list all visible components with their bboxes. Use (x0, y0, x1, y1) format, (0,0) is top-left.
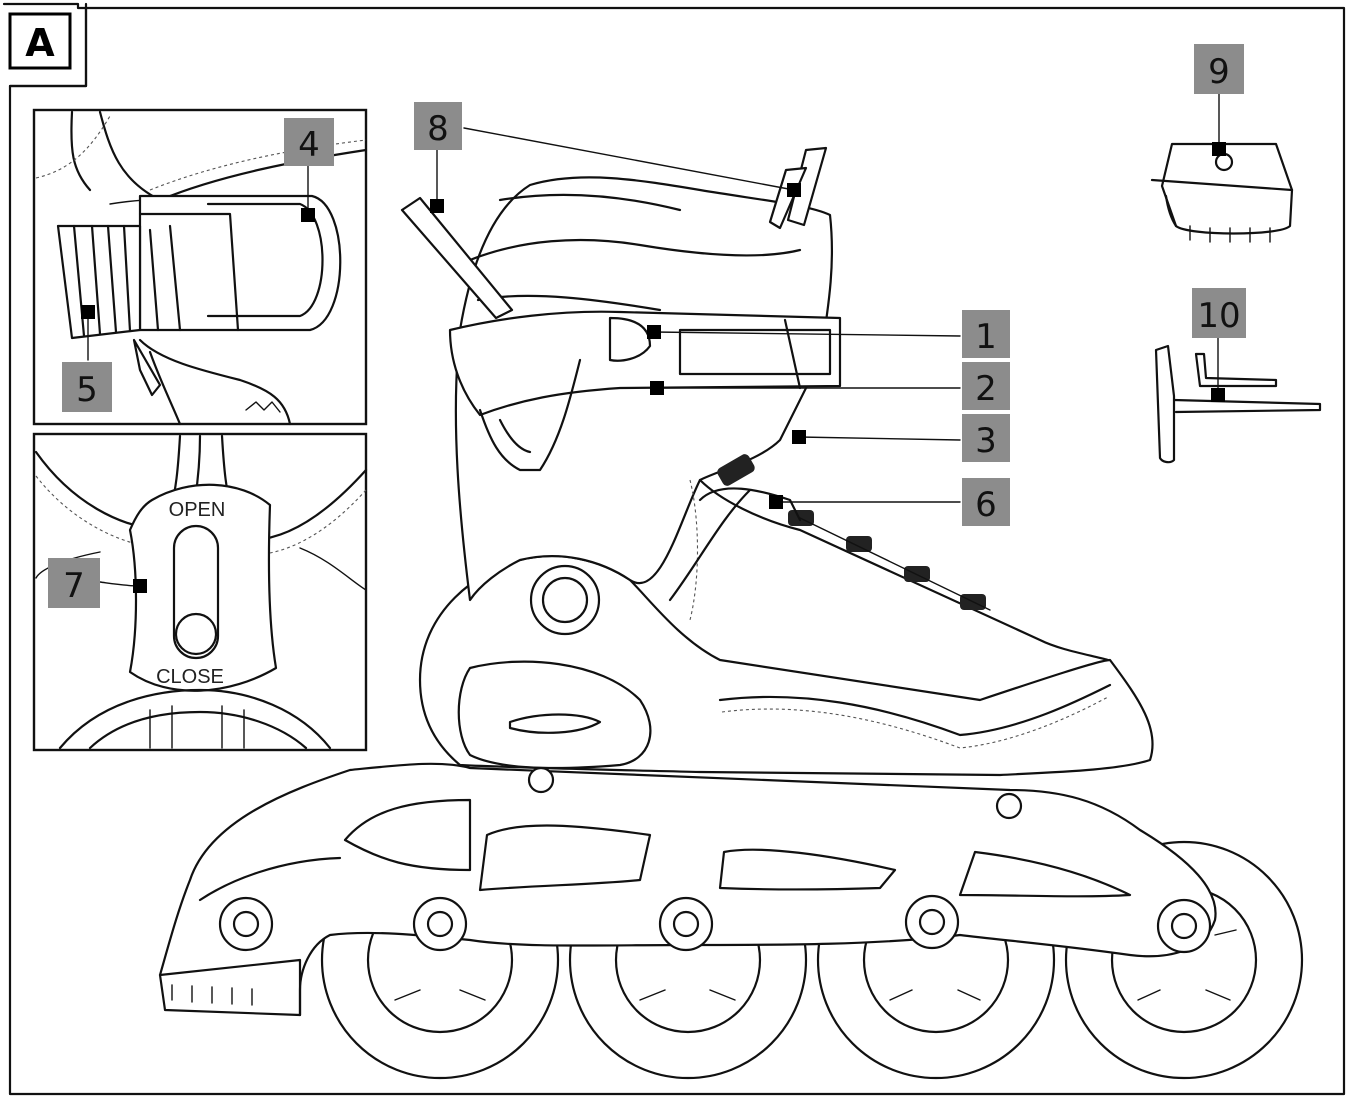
svg-text:6: 6 (975, 485, 997, 525)
svg-text:7: 7 (63, 566, 85, 606)
callout-4: 4 (284, 118, 334, 166)
brake-pad-accessory (1150, 142, 1294, 243)
svg-text:4: 4 (298, 125, 320, 165)
hex-tools-accessory (1154, 344, 1322, 464)
lock-open-label: OPEN (169, 499, 226, 521)
svg-text:5: 5 (76, 370, 98, 410)
svg-text:9: 9 (1208, 52, 1230, 92)
leader-lines (81, 93, 1226, 593)
svg-text:3: 3 (975, 421, 997, 461)
callout-3: 3 (962, 414, 1010, 462)
laces (698, 454, 991, 611)
callout-10: 10 (1192, 288, 1246, 338)
axle-bolts (218, 766, 1212, 954)
boot-shell (418, 554, 1154, 777)
callout-9: 9 (1194, 44, 1244, 94)
callout-7: 7 (48, 558, 100, 608)
callout-1: 1 (962, 310, 1010, 358)
callout-8: 8 (414, 102, 462, 150)
callout-2: 2 (962, 362, 1010, 410)
skate-frame (158, 762, 1217, 1017)
svg-text:10: 10 (1197, 296, 1240, 336)
frame-tab-outline (8, 6, 88, 88)
inset-lock-detail: OPEN CLOSE (32, 432, 368, 752)
figure-letter: A (25, 21, 55, 65)
svg-text:1: 1 (975, 317, 997, 357)
inline-skate (158, 146, 1304, 1080)
lock-close-label: CLOSE (156, 666, 224, 688)
callout-6: 6 (962, 478, 1010, 526)
cuff-strap (448, 310, 842, 417)
svg-text:8: 8 (427, 109, 449, 149)
figure-letter-box (8, 12, 72, 70)
svg-text:2: 2 (975, 369, 997, 409)
callout-5: 5 (62, 362, 112, 412)
